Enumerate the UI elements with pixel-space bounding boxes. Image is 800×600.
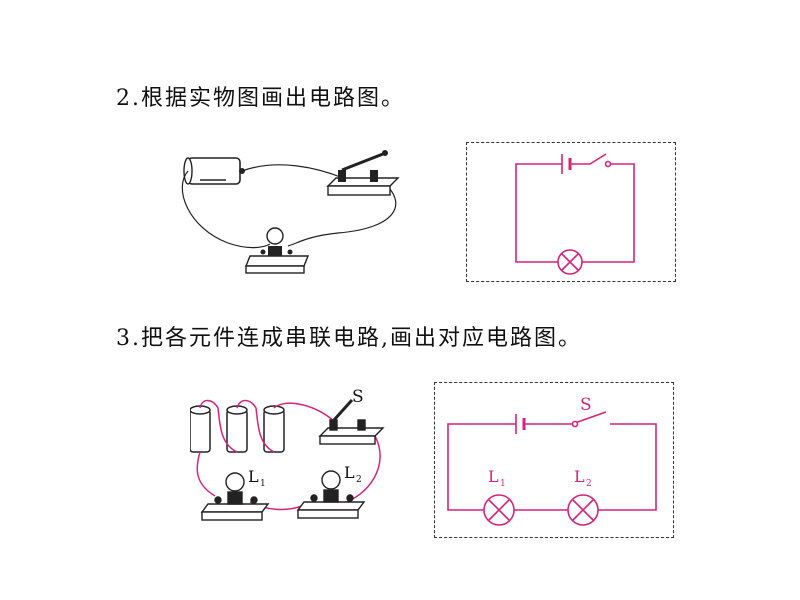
battery-icon — [183, 157, 245, 185]
diagram-switch-label: S — [580, 395, 592, 415]
switch-icon — [326, 150, 400, 196]
lamp1-subscript: 1 — [260, 479, 266, 489]
q3-answer-box — [434, 382, 674, 538]
q2-physical-drawing — [181, 150, 400, 274]
q2-answer-box — [466, 142, 676, 282]
switch-label: S — [352, 387, 364, 407]
diagram-lamp2-label: L — [574, 467, 585, 486]
lamp1-label: L — [248, 467, 259, 486]
switch-icon — [318, 398, 385, 445]
question-3-title: 3.把各元件连成串联电路,画出对应电路图。 — [116, 326, 582, 351]
bulb-icon — [244, 227, 310, 274]
q3-circuit-diagram: S L 1 L 2 — [447, 395, 657, 526]
q3-physical-drawing: S L 1 L 2 — [190, 387, 385, 521]
lamp2-label: L — [344, 463, 355, 482]
diagram-lamp1-subscript: 1 — [500, 479, 506, 489]
lamp2-subscript: 2 — [356, 475, 362, 485]
bulb-icon — [296, 470, 366, 519]
diagram-lamp1-label: L — [488, 467, 499, 486]
battery-icon — [190, 405, 285, 453]
question-2-title: 2.根据实物图画出电路图。 — [116, 86, 405, 111]
bulb-icon — [200, 472, 270, 521]
diagram-lamp2-subscript: 2 — [586, 479, 592, 489]
q2-circuit-diagram — [515, 153, 635, 275]
